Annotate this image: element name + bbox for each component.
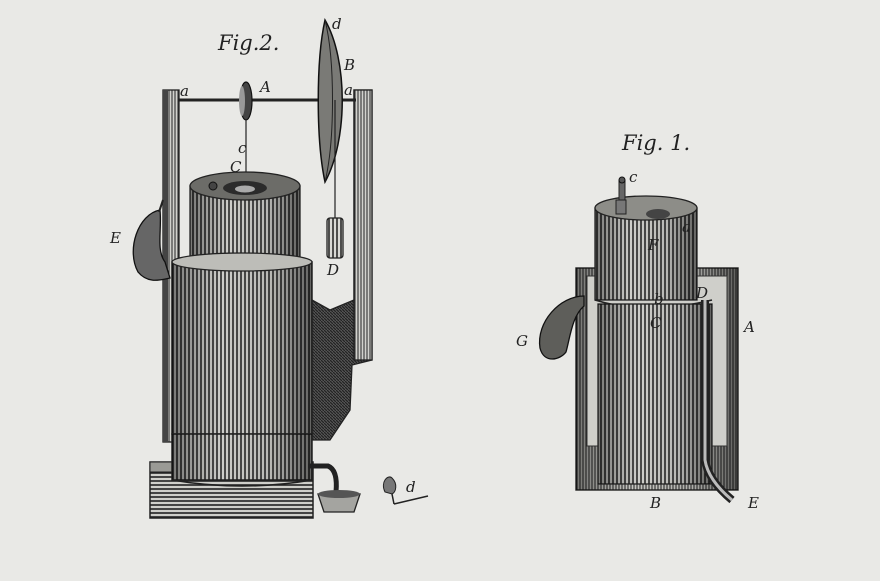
fig1-label-b: b bbox=[654, 290, 664, 308]
fig1-bulb-g bbox=[538, 295, 585, 360]
fig2-label-d-top: d bbox=[332, 15, 342, 33]
fig2-frame-right-post bbox=[311, 89, 373, 441]
fig1-label-f: F bbox=[647, 236, 659, 254]
fig1-label-e: E bbox=[747, 494, 759, 512]
fig2-spout-cup bbox=[308, 463, 361, 513]
fig1-label-d: D bbox=[695, 284, 708, 302]
fig2-label-a-left: a bbox=[180, 82, 189, 100]
fig1-label-g: G bbox=[516, 332, 528, 350]
fig2-pulley-a bbox=[239, 81, 253, 121]
fig2-label-c: c bbox=[238, 139, 247, 157]
fig2-bulb-e bbox=[132, 199, 171, 281]
fig1-label-c: c bbox=[629, 168, 638, 186]
figure-2: Fig.2. a A d B a c C E D d bbox=[109, 15, 429, 519]
fig2-label-e: E bbox=[109, 229, 121, 247]
fig1-label-a-upper: A bbox=[742, 318, 755, 336]
fig2-disc-b bbox=[317, 17, 343, 185]
fig2-weight-d bbox=[326, 100, 344, 259]
fig2-outer-cylinder bbox=[171, 252, 313, 487]
fig1-label-c-upper: C bbox=[650, 314, 662, 332]
fig2-label-a-right: a bbox=[344, 81, 353, 99]
fig2-caption: Fig.2. bbox=[217, 31, 279, 55]
fig2-label-d-bottom: d bbox=[406, 478, 416, 496]
fig2-label-d: D bbox=[326, 261, 339, 279]
fig1-lower-chamber bbox=[597, 303, 713, 485]
fig2-label-b: B bbox=[343, 56, 355, 74]
fig1-inner-vessel bbox=[594, 176, 698, 301]
fig2-small-bulb-d bbox=[382, 476, 429, 505]
fig2-label-c-upper: C bbox=[230, 158, 242, 176]
fig2-label-a-upper: A bbox=[258, 78, 271, 96]
fig1-label-b-upper: B bbox=[649, 494, 661, 512]
fig1-caption: Fig. 1. bbox=[621, 131, 690, 155]
fig1-label-a: a bbox=[682, 218, 691, 236]
figure-1: Fig. 1. c a F b D C A G B E bbox=[516, 131, 759, 512]
